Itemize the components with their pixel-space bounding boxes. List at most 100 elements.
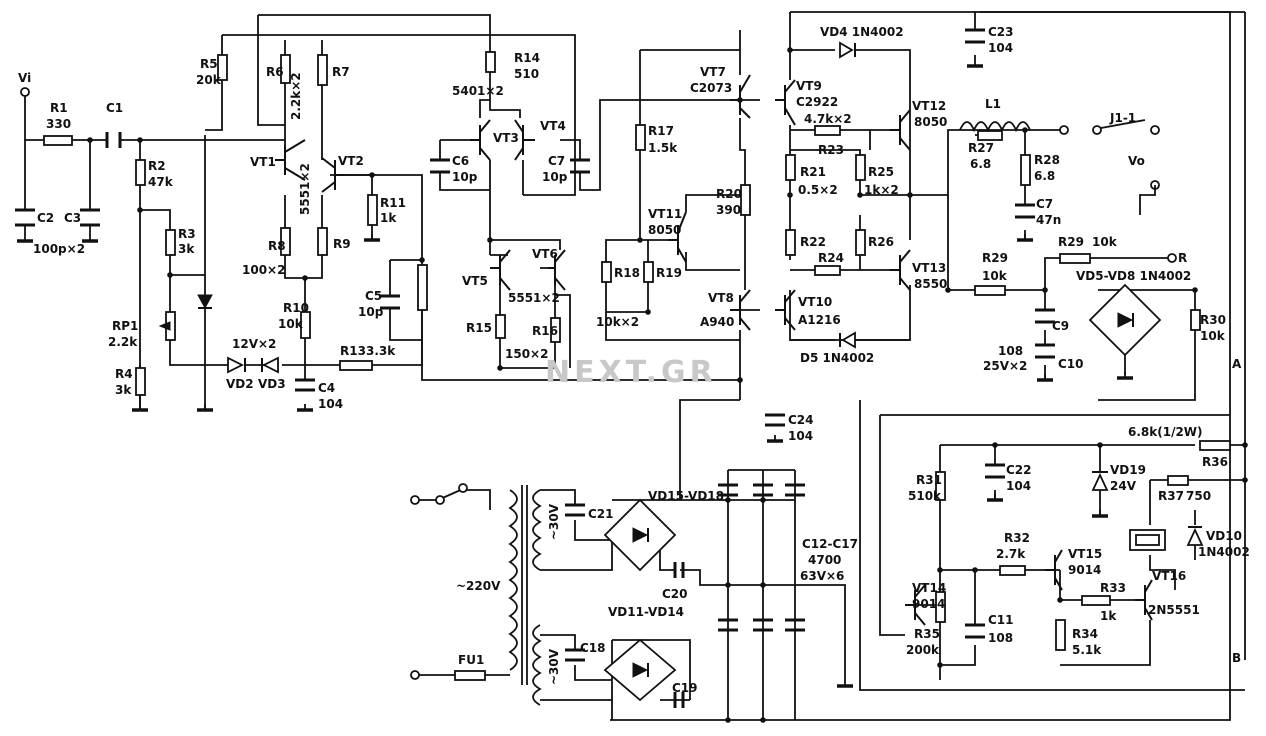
label-c9: C9 — [1052, 319, 1069, 333]
label-r17: R17 — [648, 124, 674, 138]
label-r26: R26 — [868, 235, 894, 249]
label-c5: C5 — [365, 289, 382, 303]
label-vd11-vd14: VD11-VD14 — [608, 605, 684, 619]
label-vt14-value: 9014 — [912, 597, 945, 611]
label-r15-r16-value: 150×2 — [505, 347, 548, 361]
label-secondary-1: ~30V — [547, 503, 561, 540]
label-c19: C19 — [672, 681, 698, 695]
label-c4: C4 — [318, 381, 335, 395]
terminals — [20, 87, 1177, 680]
label-r9: R9 — [333, 237, 351, 251]
label-c24: C24 — [788, 413, 814, 427]
label-r14: R14 — [514, 51, 540, 65]
label-vi: Vi — [18, 71, 31, 85]
label-c24-value: 104 — [788, 429, 813, 443]
label-r5: R5 — [200, 57, 218, 71]
label-c1: C1 — [106, 101, 123, 115]
label-vt15: VT15 — [1068, 547, 1102, 561]
label-c12-c17-value2: 63V×6 — [800, 569, 844, 583]
label-vd10-value: 1N4002 — [1198, 545, 1250, 559]
label-mains-voltage: ~220V — [456, 579, 501, 593]
label-b: B — [1232, 651, 1241, 665]
label-vt5: VT5 — [462, 274, 488, 288]
label-r18-r19-value: 10k×2 — [596, 315, 639, 329]
label-vt7-value: C2073 — [690, 81, 732, 95]
label-r24: R24 — [818, 251, 844, 265]
label-r20-value: 390 — [716, 203, 741, 217]
label-c21: C21 — [588, 507, 614, 521]
watermark: NEXT.GR — [545, 355, 717, 390]
label-r15: R15 — [466, 321, 492, 335]
label-secondary-2: ~30V — [547, 648, 561, 685]
label-vo: Vo — [1128, 154, 1145, 168]
label-c10: C10 — [1058, 357, 1084, 371]
label-c20: C20 — [662, 587, 688, 601]
label-r10-value: 10k — [278, 317, 304, 331]
label-vt11: VT11 — [648, 207, 682, 221]
label-r: R — [1178, 251, 1187, 265]
label-r3-value: 3k — [178, 242, 195, 256]
label-vd15-vd18: VD15-VD18 — [648, 489, 724, 503]
label-c11-value: 108 — [988, 631, 1013, 645]
label-r13: R13 — [340, 344, 366, 358]
label-r34: R34 — [1072, 627, 1098, 641]
label-vt5-vt6-pair: 5551×2 — [508, 291, 560, 305]
label-r3: R3 — [178, 227, 196, 241]
label-fu1: FU1 — [458, 653, 484, 667]
label-vd2-vd3-value: 12V×2 — [232, 337, 276, 351]
label-r4: R4 — [115, 367, 133, 381]
label-r6-r7-value: 2.2k×2 — [289, 72, 303, 120]
label-r30: R30 — [1200, 313, 1226, 327]
label-c5-value: 10p — [358, 305, 384, 319]
label-r33: R33 — [1100, 581, 1126, 595]
label-r10: R10 — [283, 301, 309, 315]
junctions — [87, 47, 1248, 723]
label-vt9-value: C2922 — [796, 95, 838, 109]
label-r23-r24-value: 4.7k×2 — [804, 112, 852, 126]
label-vt14: VT14 — [912, 581, 946, 595]
label-c3: C3 — [64, 211, 81, 225]
label-vt6: VT6 — [532, 247, 558, 261]
label-r6: R6 — [266, 65, 284, 79]
label-r29: R29 — [1058, 235, 1084, 249]
label-r31-value: 510k — [908, 489, 942, 503]
resistors — [43, 51, 1231, 681]
label-vt15-value: 9014 — [1068, 563, 1101, 577]
label-c12-c17-value: 4700 — [808, 553, 841, 567]
label-c9-c10-value2: 25V×2 — [983, 359, 1027, 373]
label-r16: R16 — [532, 324, 558, 338]
label-r18: R18 — [614, 266, 640, 280]
label-r8: R8 — [268, 239, 286, 253]
label-c11: C11 — [988, 613, 1014, 627]
label-vt12-value: 8050 — [914, 115, 947, 129]
label-r32-value: 2.7k — [996, 547, 1026, 561]
label-r27: R27 — [968, 141, 994, 155]
label-r29-value: 10k — [1092, 235, 1118, 249]
label-vt4: VT4 — [540, 119, 566, 133]
label-vt2: VT2 — [338, 154, 364, 168]
label-r20: R20 — [716, 187, 742, 201]
label-vt7: VT7 — [700, 65, 726, 79]
label-r2: R2 — [148, 159, 166, 173]
label-l1: L1 — [985, 97, 1001, 111]
label-vt10-value: A1216 — [798, 313, 841, 327]
label-vt16: VT16 — [1152, 569, 1186, 583]
label-r13-value: 3.3k — [366, 344, 396, 358]
label-c9-c10-value: 108 — [998, 344, 1023, 358]
label-r35-value: 200k — [906, 643, 940, 657]
label-vt1: VT1 — [250, 155, 276, 169]
label-r19: R19 — [656, 266, 682, 280]
label-r37-value: 750 — [1186, 489, 1211, 503]
label-r11-value: 1k — [380, 211, 397, 225]
label-c12-c17: C12-C17 — [802, 537, 858, 551]
label-r7: R7 — [332, 65, 350, 79]
label-vt10: VT10 — [798, 295, 832, 309]
transistors — [275, 74, 1153, 626]
label-r14-value: 510 — [514, 67, 539, 81]
label-r23: R23 — [818, 143, 844, 157]
label-r5-value: 20k — [196, 73, 222, 87]
label-vt13: VT13 — [912, 261, 946, 275]
label-vd5-vd8: VD5-VD8 1N4002 — [1076, 269, 1191, 283]
label-r25: R25 — [868, 165, 894, 179]
label-r35: R35 — [914, 627, 940, 641]
